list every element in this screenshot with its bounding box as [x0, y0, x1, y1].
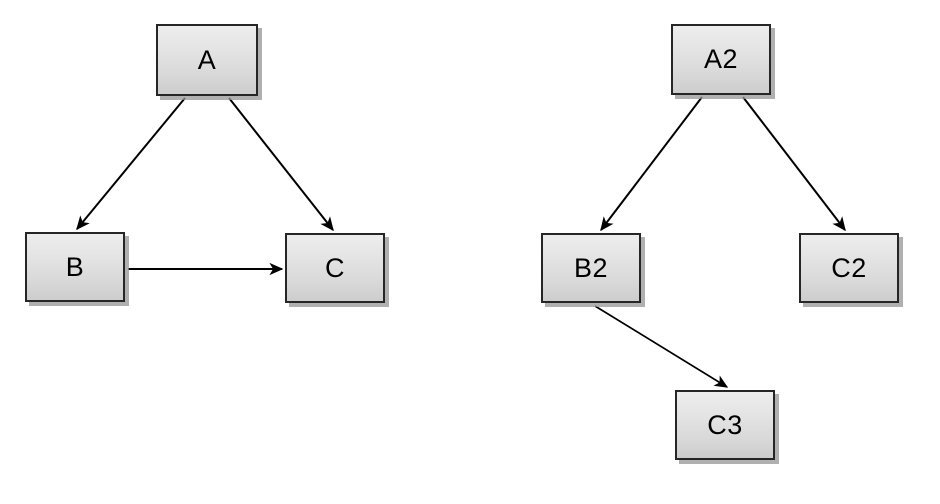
node-label: C	[325, 252, 345, 283]
node-label: C2	[831, 252, 867, 283]
node-label: B	[65, 251, 85, 282]
node-c[interactable]: C	[285, 233, 385, 303]
node-b[interactable]: B	[25, 232, 125, 302]
edge-a2-to-b2	[600, 96, 703, 232]
node-a[interactable]: A	[156, 24, 258, 96]
edge-a-to-b	[76, 97, 186, 231]
node-a2[interactable]: A2	[671, 24, 771, 95]
edge-a-to-c	[228, 97, 334, 232]
node-c2[interactable]: C2	[799, 233, 899, 303]
node-label: A2	[703, 44, 739, 74]
edge-b2-to-c3	[594, 305, 729, 388]
edge-a2-to-c2	[742, 96, 846, 232]
node-label: C3	[707, 409, 743, 440]
node-label: B2	[573, 252, 609, 283]
node-b2[interactable]: B2	[541, 233, 641, 303]
node-c3[interactable]: C3	[675, 390, 775, 460]
node-label: A	[197, 44, 217, 75]
